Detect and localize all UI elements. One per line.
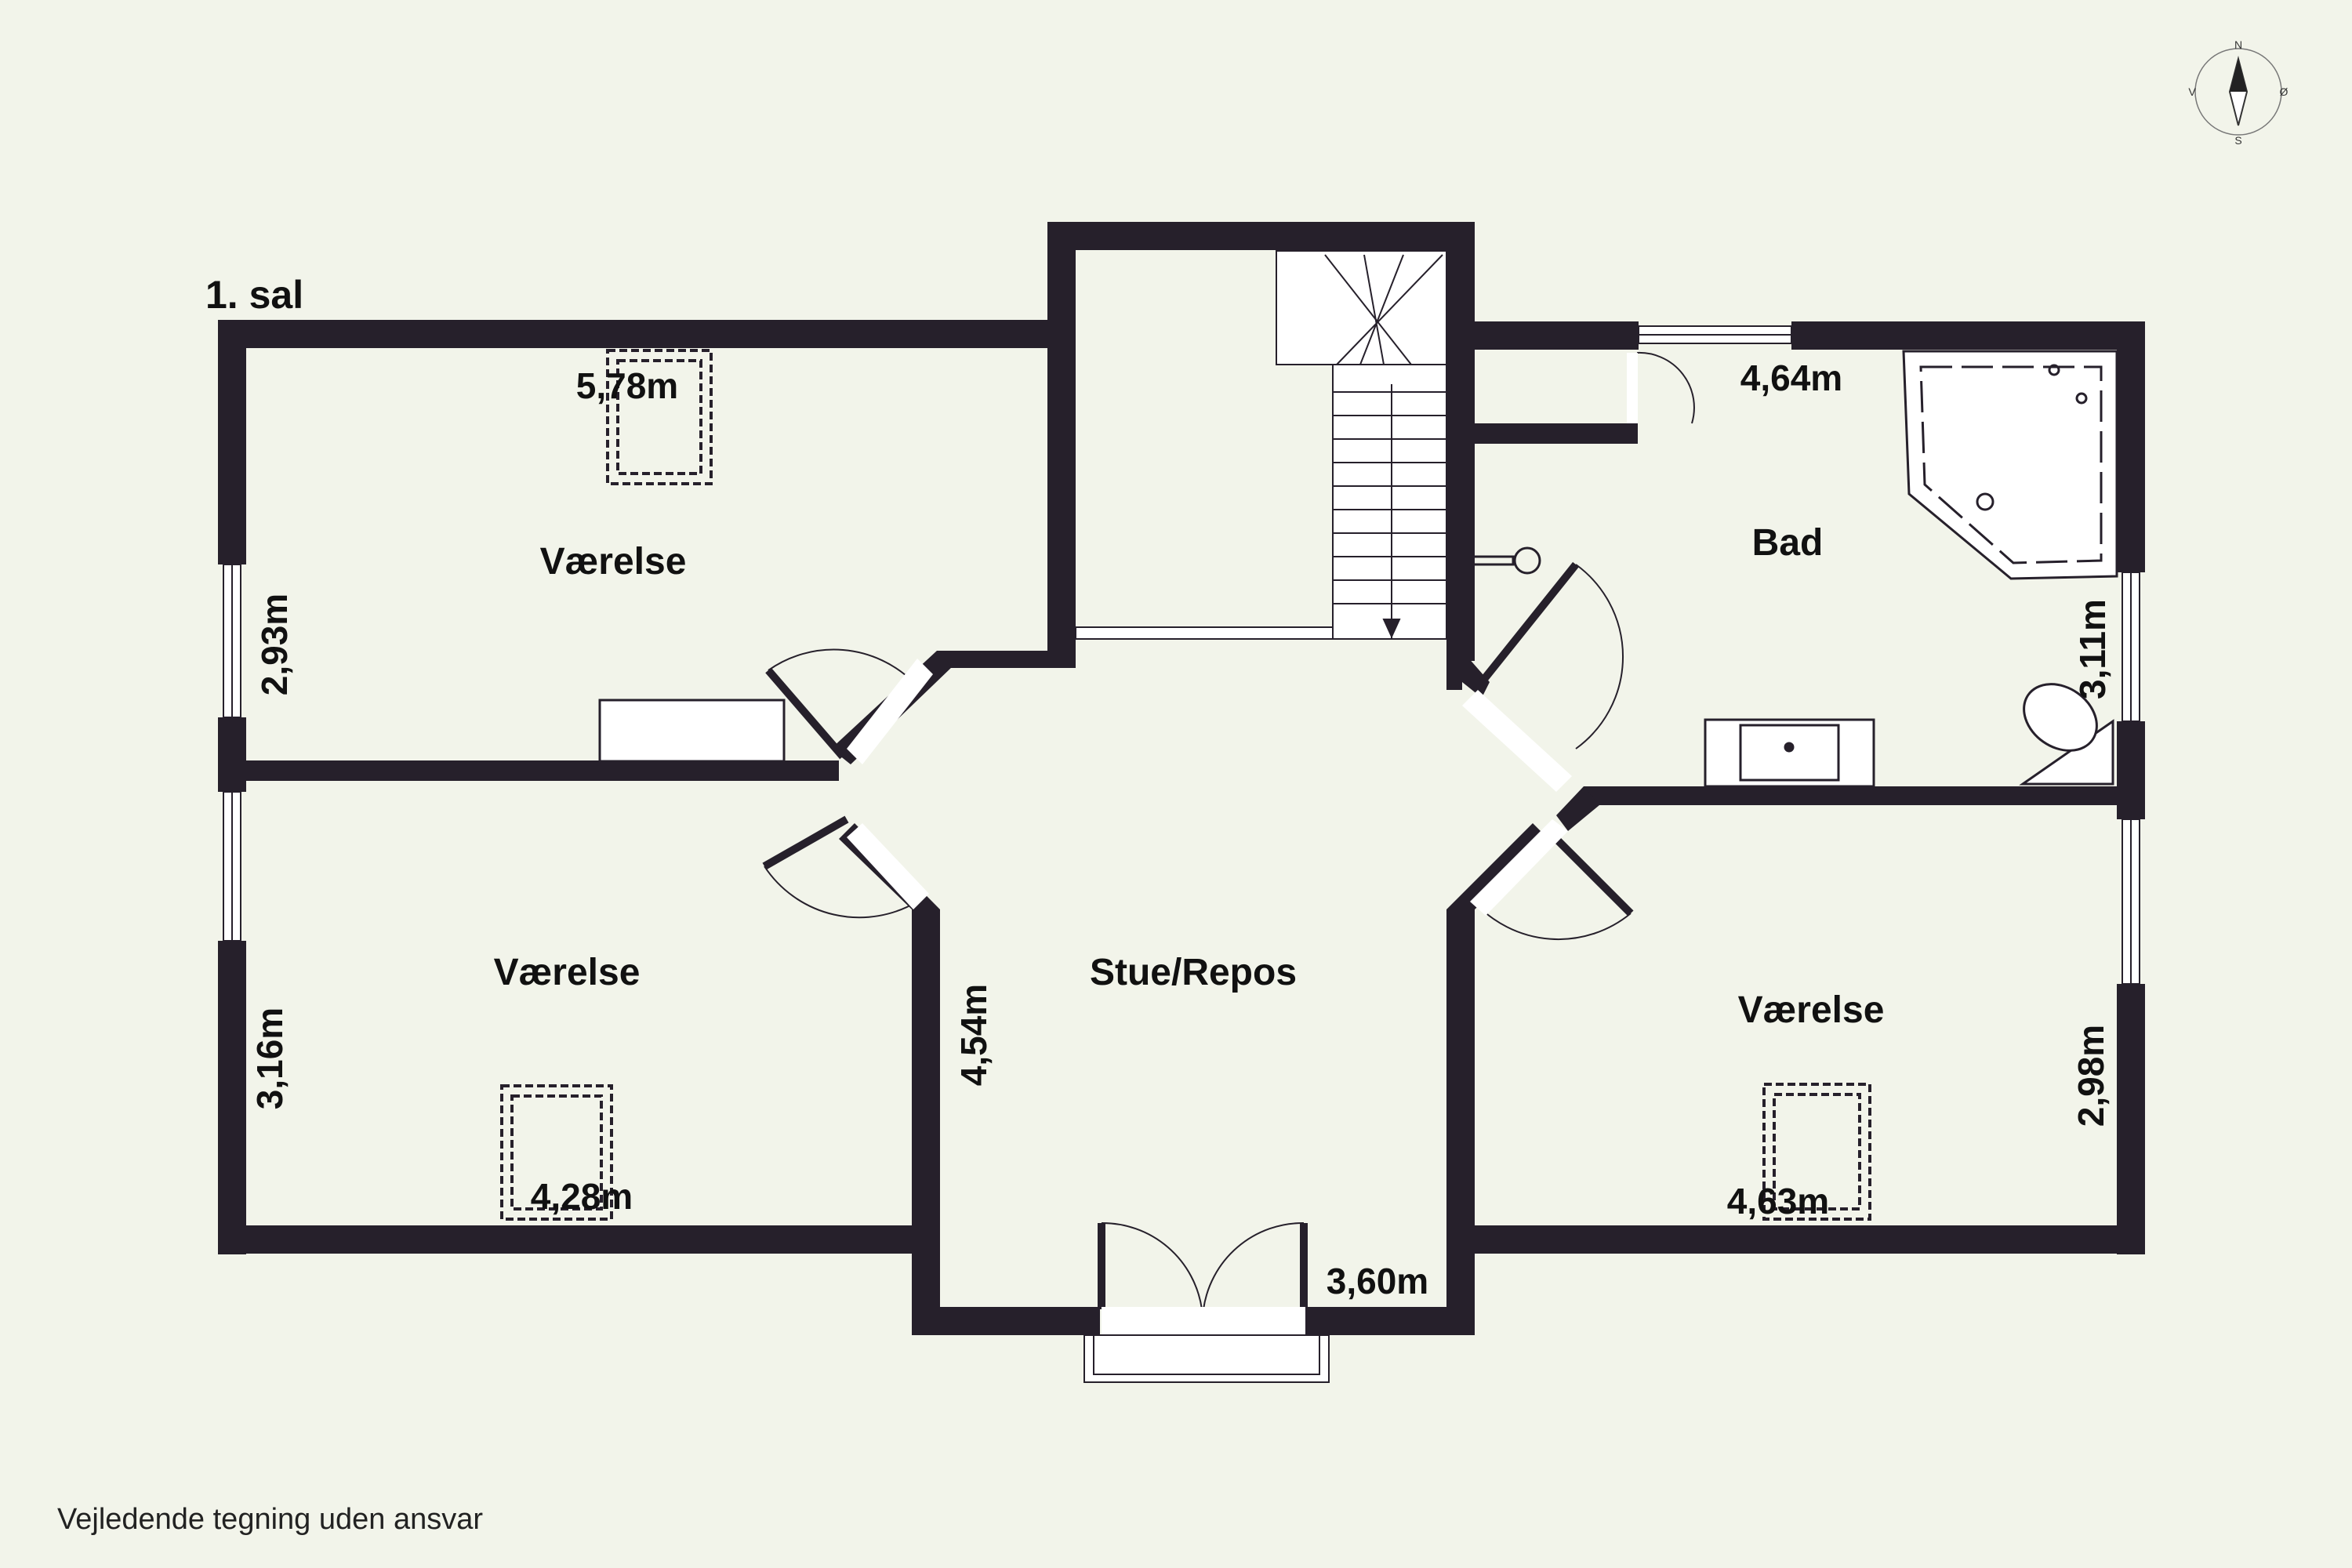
dim-bath-width: 4,64m: [1740, 358, 1842, 398]
disclaimer-text: Vejledende tegning uden ansvar: [57, 1503, 483, 1536]
dim-living-width: 3,60m: [1327, 1261, 1428, 1301]
dim-living-depth: 4,54m: [953, 984, 994, 1086]
floor-label: 1. sal: [205, 273, 303, 317]
room-label-bedroom-top-left: Værelse: [540, 541, 687, 583]
room-label-living: Stue/Repos: [1090, 952, 1297, 993]
dim-bedroom-right-depth: 2,98m: [2071, 1025, 2111, 1127]
room-label-bedroom-right: Værelse: [1738, 989, 1885, 1031]
door-openings: [847, 353, 1638, 1335]
room-label-bedroom-bottom-left: Værelse: [494, 952, 641, 993]
bathroom-fixtures: [1465, 350, 2118, 788]
dim-bath-depth: 3,11m: [2072, 599, 2113, 699]
dim-bottom-left-width: 4,28m: [531, 1176, 633, 1217]
dim-top-left-depth: 2,93m: [254, 593, 295, 695]
compass-icon: N S Ø V: [2188, 38, 2288, 147]
compass-west: V: [2188, 85, 2196, 98]
dim-top-left-width: 5,78m: [576, 365, 678, 406]
sink-cabinet-icon: [1704, 718, 1875, 788]
walls: [218, 222, 2145, 1335]
dim-bedroom-right-width: 4,63m: [1727, 1181, 1829, 1221]
corner-bathtub-icon: [1902, 350, 2118, 580]
compass-north: N: [2234, 38, 2242, 51]
room-label-bath: Bad: [1752, 522, 1824, 564]
desk: [598, 699, 786, 763]
doors: [762, 561, 1634, 1309]
compass-south: S: [2234, 134, 2241, 147]
dim-bottom-left-depth: 3,16m: [249, 1007, 290, 1109]
windows: [223, 325, 2140, 1383]
door-swing-arcs: [764, 351, 1695, 1310]
staircase: [1075, 250, 1447, 640]
compass-east: Ø: [2280, 85, 2288, 98]
skylights: [500, 349, 1871, 1221]
